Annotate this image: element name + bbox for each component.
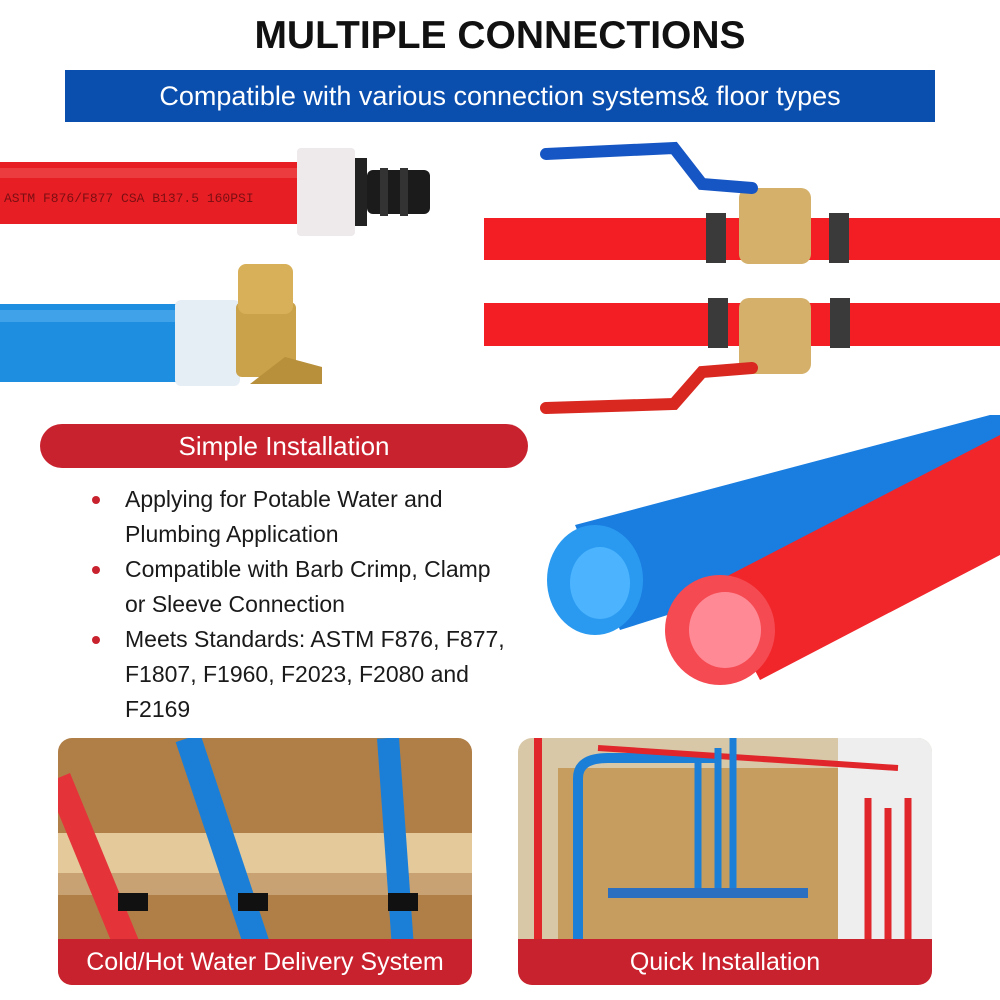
blue-pipe-elbow-image <box>0 264 322 386</box>
pex-tubes-image <box>547 415 1000 685</box>
photo-quick-installation: Quick Installation <box>518 738 932 985</box>
photo-cold-hot-water: Cold/Hot Water Delivery System <box>58 738 472 985</box>
pipe-marking: ASTM F876/F877 CSA B137.5 160PSI <box>4 191 254 206</box>
feature-item: Compatible with Barb Crimp, Clamp or Sle… <box>88 552 508 622</box>
section-pill-simple-installation: Simple Installation <box>40 424 528 468</box>
feature-item: Meets Standards: ASTM F876, F877, F1807,… <box>88 622 508 727</box>
page-title: MULTIPLE CONNECTIONS <box>254 14 746 57</box>
red-pipe-fitting-image: ASTM F876/F877 CSA B137.5 160PSI <box>0 148 430 236</box>
photo-caption: Quick Installation <box>518 939 932 985</box>
photo-caption: Cold/Hot Water Delivery System <box>58 939 472 985</box>
feature-list: Applying for Potable Water and Plumbing … <box>88 482 508 727</box>
feature-item: Applying for Potable Water and Plumbing … <box>88 482 508 552</box>
subtitle-banner: Compatible with various connection syste… <box>65 70 935 122</box>
ball-valves-image <box>484 141 1000 414</box>
